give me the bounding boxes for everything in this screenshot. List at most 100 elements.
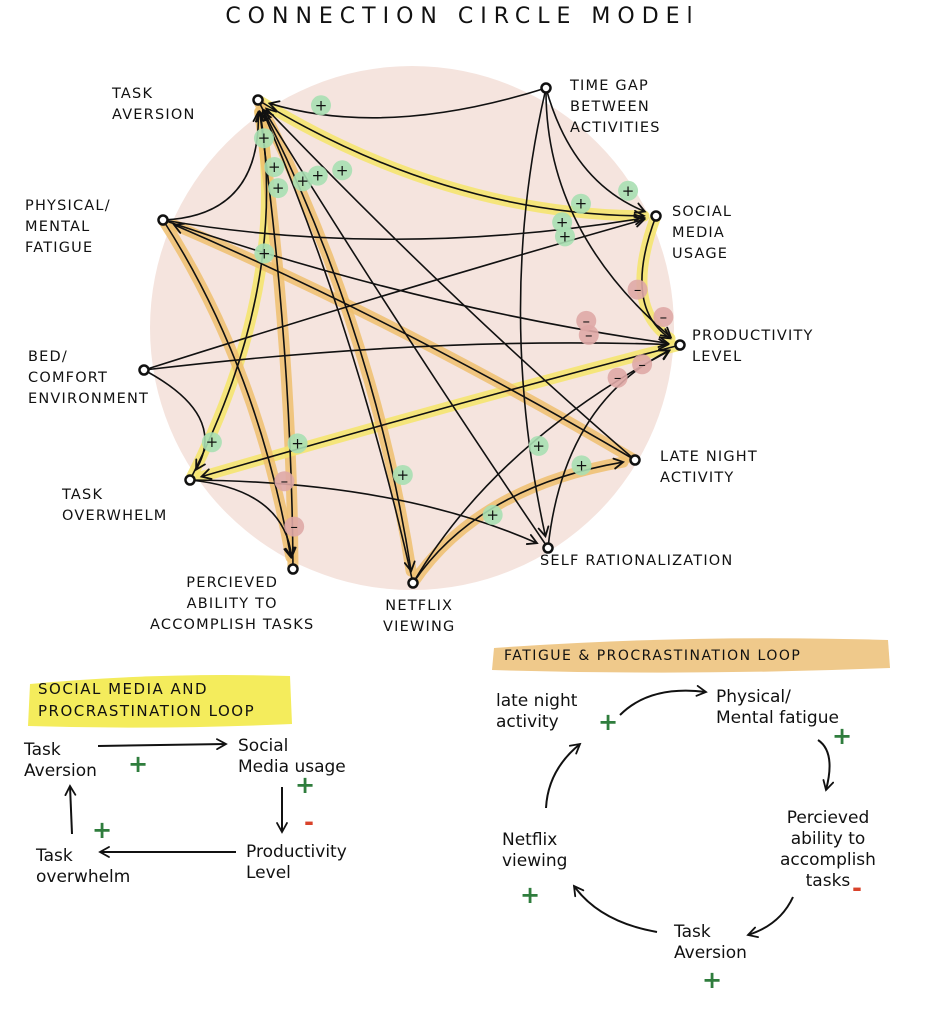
svg-text:–: – (660, 308, 668, 326)
svg-text:+: + (575, 456, 588, 474)
loop-arrow-netflix-to-latenight (545, 742, 582, 809)
node-dot-task-aversion (252, 94, 264, 106)
loop-arrow-perceived-to-aversion (746, 896, 794, 938)
svg-text:+: + (311, 167, 324, 185)
positive-polarity-badge: + (268, 178, 289, 199)
loop-arrow-aversion-to-social (97, 738, 228, 751)
f-loop-node-netflix: Netflix viewing (502, 830, 568, 871)
positive-polarity-badge: + (307, 165, 328, 186)
edge-late-night-to-fatigue (172, 222, 636, 461)
sm-loop-sign-social-media: + (295, 771, 316, 799)
positive-polarity-badge: + (571, 455, 592, 476)
f-loop-sign-netflix: + (520, 881, 541, 909)
fatigue-loop-title: FATIGUE & PROCRASTINATION LOOP (504, 648, 802, 664)
positive-polarity-badge: + (254, 243, 275, 264)
svg-text:–: – (290, 518, 298, 536)
positive-polarity-badge: + (253, 128, 274, 149)
edge-time-gap-to-self-rationalization (519, 87, 550, 539)
edge-fatigue-to-social-media (162, 213, 646, 241)
node-label-self-rationalization: SELF RATIONALIZATION (540, 553, 734, 569)
node-dot-layer (138, 82, 686, 589)
node-label-bed-comfort: BED/ COMFORT ENVIRONMENT (28, 349, 150, 407)
social-media-loop-title-highlight (28, 675, 292, 728)
node-dot-bed-comfort (138, 364, 150, 376)
positive-polarity-badge: + (332, 160, 353, 181)
polarity-badge-layer: +++++++++++––––––+––++++++ (201, 95, 674, 537)
positive-polarity-badge: + (554, 226, 575, 247)
node-dot-self-rationalization (542, 542, 554, 554)
svg-text:+: + (315, 96, 328, 114)
node-dot-time-gap (540, 82, 552, 94)
node-dot-productivity (674, 339, 686, 351)
edge-fatigue-to-perceived-ability (162, 219, 296, 560)
edge-perceived-ability-to-task-aversion (254, 110, 294, 570)
positive-polarity-badge: + (264, 157, 285, 178)
positive-polarity-badge: + (618, 180, 639, 201)
edge-bed-comfort-to-task-overwhelm (143, 369, 206, 472)
positive-polarity-badge: + (528, 435, 549, 456)
svg-text:+: + (291, 434, 304, 452)
svg-text:+: + (206, 433, 219, 451)
f-loop-sign-late-night: + (598, 708, 619, 736)
positive-polarity-badge: + (287, 433, 308, 454)
node-label-netflix: NETFLIX VIEWING (383, 598, 456, 635)
negative-polarity-badge: – (284, 516, 305, 537)
edge-task-aversion-to-social-media (257, 99, 646, 222)
svg-text:+: + (296, 172, 309, 190)
sm-loop-node-task-aversion: Task Aversion (24, 740, 97, 781)
edge-time-gap-to-social-media (545, 87, 647, 214)
fatigue-loop-title-highlight (492, 638, 890, 673)
node-label-perceived-ability: PERCIEVED ABILITY TO ACCOMPLISH TASKS (150, 575, 315, 633)
node-label-time-gap: TIME GAP BETWEEN ACTIVITIES (570, 78, 661, 136)
positive-polarity-badge: + (292, 171, 313, 192)
f-loop-node-fatigue: Physical/ Mental fatigue (716, 687, 839, 728)
node-label-task-aversion: TASK AVERSION (112, 86, 196, 123)
sm-loop-sign-task-aversion: + (128, 750, 149, 778)
edge-task-overwhelm-to-self-rationalization (189, 479, 539, 545)
edge-bed-comfort-to-productivity (143, 338, 670, 371)
sm-loop-node-task-overwhelm: Task overwhelm (36, 846, 131, 887)
svg-text:+: + (575, 195, 588, 213)
negative-polarity-badge: – (627, 279, 648, 300)
loop-arrow-aversion-to-netflix (572, 884, 658, 933)
svg-text:+: + (336, 161, 349, 179)
svg-text:+: + (258, 129, 271, 147)
positive-polarity-badge: + (392, 464, 413, 485)
f-loop-node-task-aversion: Task Aversion (674, 922, 747, 963)
edge-task-aversion-to-netflix (257, 99, 416, 573)
svg-text:+: + (268, 158, 281, 176)
edge-late-night-to-task-aversion (265, 107, 636, 461)
svg-text:+: + (272, 179, 285, 197)
negative-polarity-badge: – (578, 324, 599, 345)
svg-text:–: – (281, 472, 289, 490)
f-loop-node-late-night: late night activity (496, 691, 578, 732)
svg-text:+: + (559, 227, 572, 245)
edge-netflix-to-task-aversion (260, 109, 414, 584)
sm-loop-node-productivity: Productivity Level (246, 842, 347, 883)
f-loop-node-perceived-ability: Percieved ability to accomplish tasks (780, 808, 876, 891)
svg-text:–: – (583, 312, 591, 330)
svg-text:+: + (486, 506, 499, 524)
node-label-productivity: PRODUCTIVITY LEVEL (692, 328, 814, 365)
node-label-task-overwhelm: TASK OVERWHELM (62, 487, 168, 524)
node-dot-late-night (629, 454, 641, 466)
f-loop-sign-perceived-ability: - (852, 874, 862, 902)
node-label-fatigue: PHYSICAL/ MENTAL FATIGUE (25, 198, 111, 256)
edge-self-rationalization-to-task-aversion (263, 108, 549, 549)
negative-polarity-badge: – (632, 354, 653, 375)
sm-loop-sign-task-overwhelm: + (92, 816, 113, 844)
sm-loop-node-social-media: Social Media usage (238, 736, 346, 777)
negative-polarity-badge: – (274, 471, 295, 492)
svg-text:+: + (258, 244, 271, 262)
node-dot-task-overwhelm (184, 474, 196, 486)
node-dot-netflix (407, 577, 419, 589)
edge-time-gap-to-task-aversion (267, 87, 547, 119)
edge-time-gap-to-productivity (545, 87, 673, 339)
svg-text:+: + (532, 437, 545, 455)
positive-polarity-badge: + (310, 95, 331, 116)
loop-arrow-overwhelm-to-aversion (64, 784, 77, 835)
loop-arrow-fatigue-to-perceived (817, 739, 835, 792)
node-dot-social-media (650, 210, 662, 222)
svg-text:–: – (634, 281, 642, 299)
